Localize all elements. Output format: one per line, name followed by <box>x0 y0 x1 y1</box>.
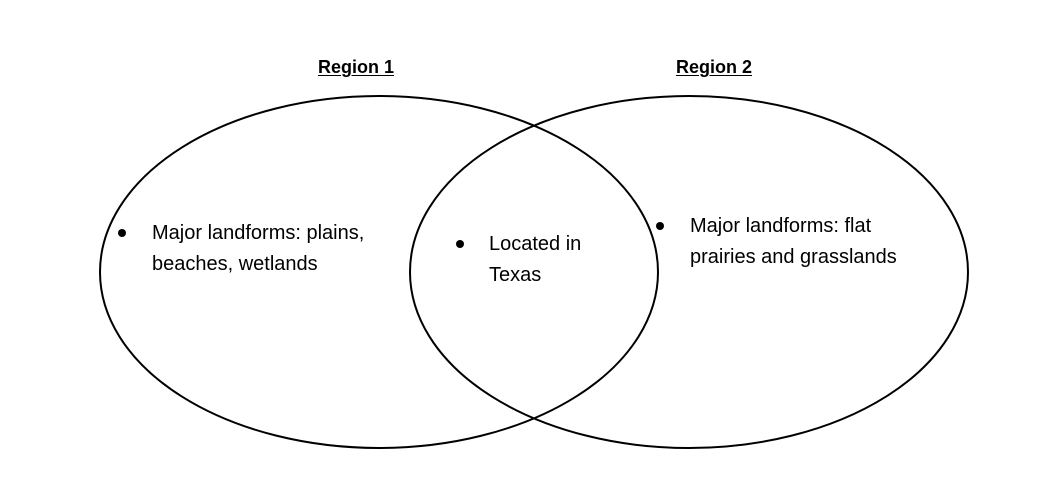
region-1-title: Region 1 <box>317 57 395 77</box>
region-2-title: Region 2 <box>675 57 753 77</box>
overlap-item: Located in Texas <box>489 233 582 286</box>
region-2-bullet <box>656 222 664 230</box>
region-1-circle <box>99 95 659 449</box>
region-1-bullet <box>118 229 126 237</box>
region-1-item: Major landforms: plains, beaches, wetlan… <box>152 222 365 275</box>
region-2-circle <box>409 95 969 449</box>
region-2-item: Major landforms: flat prairies and grass… <box>690 215 897 268</box>
overlap-bullet <box>456 240 464 248</box>
